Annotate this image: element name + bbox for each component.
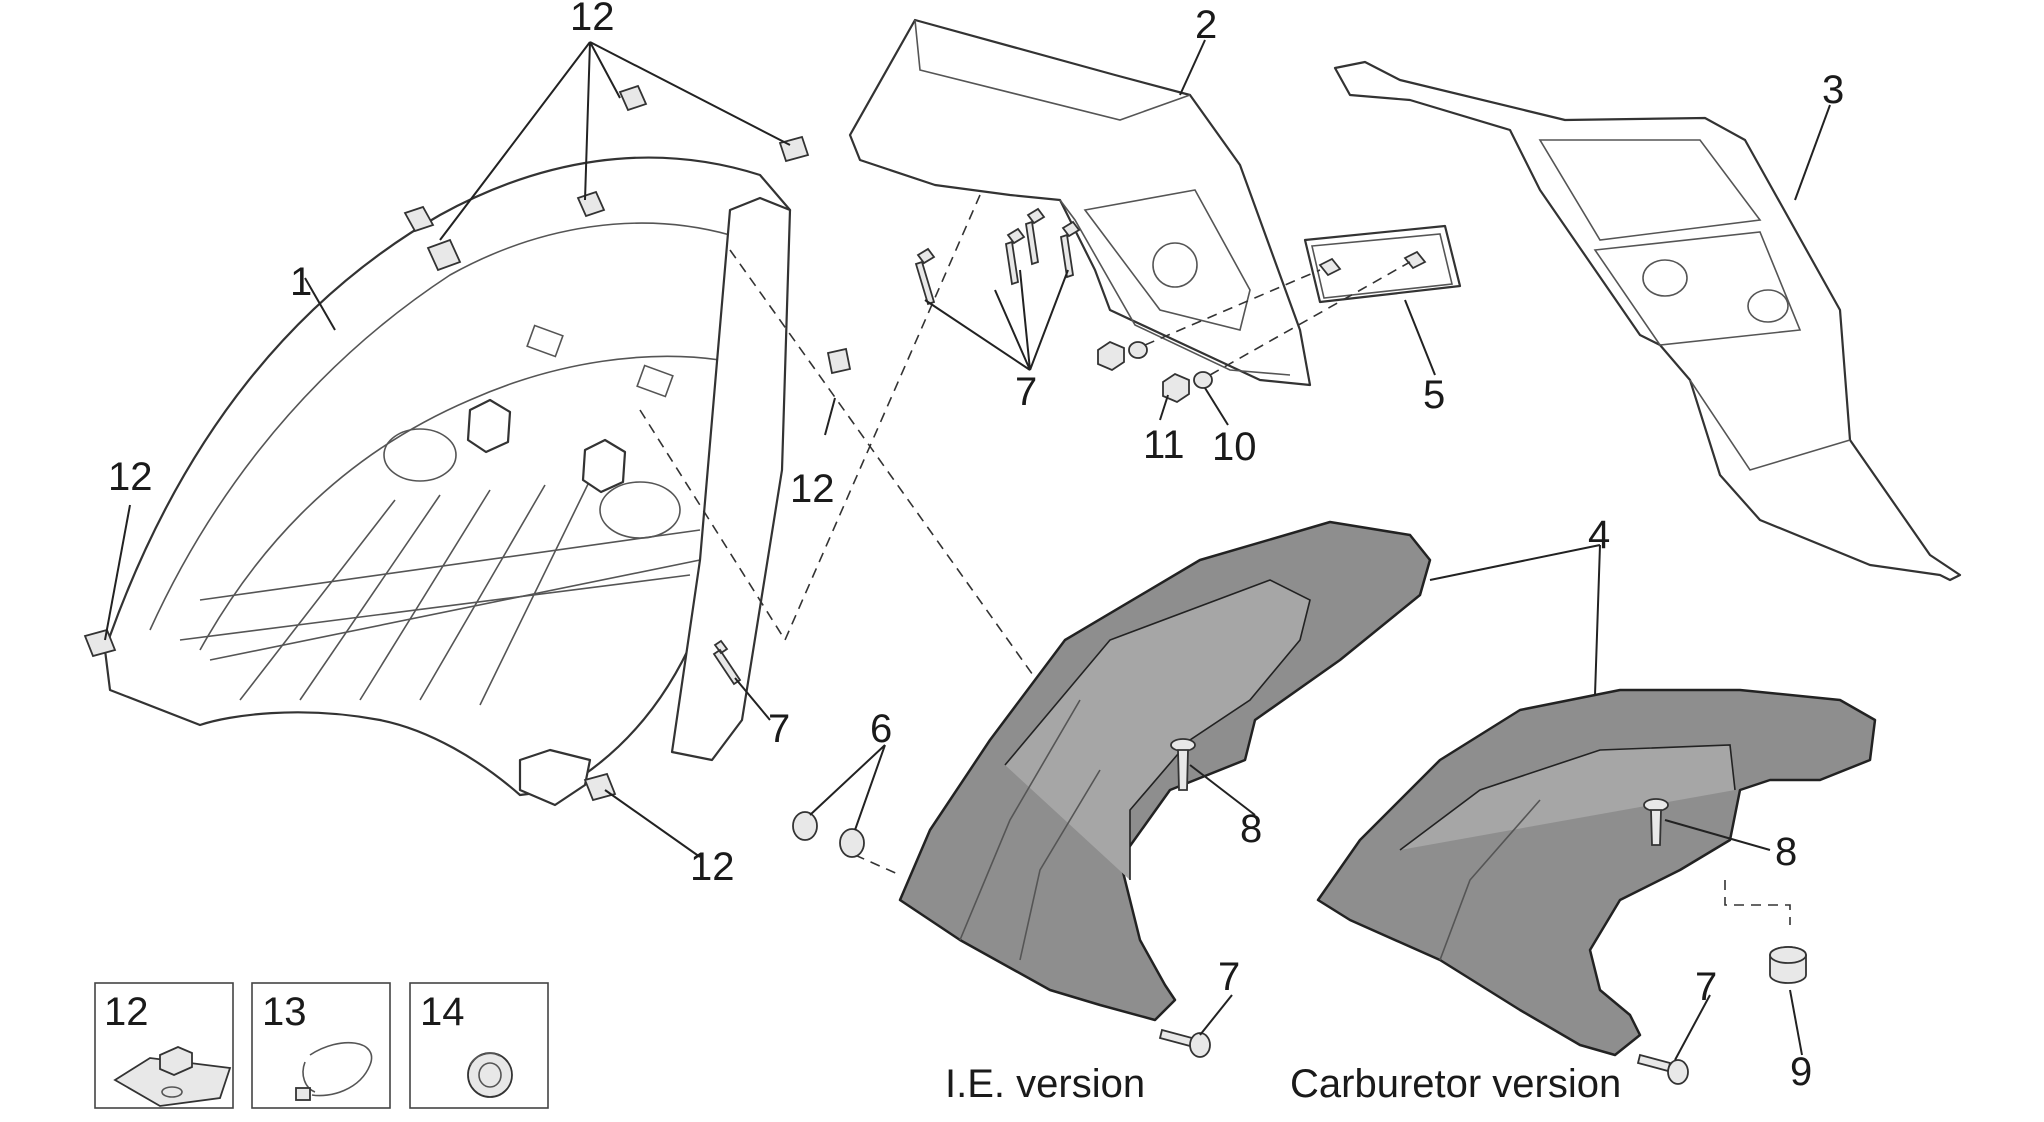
callout-7-ie: 7 bbox=[1218, 955, 1240, 999]
part-4-cover-carb bbox=[1316, 688, 1877, 1057]
callout-12-right: 12 bbox=[790, 467, 835, 511]
clip-nuts-12 bbox=[83, 84, 852, 802]
caption-ie-version: I.E. version bbox=[945, 1062, 1145, 1106]
legend-label-13: 13 bbox=[262, 990, 307, 1034]
hose-clamp-icon bbox=[295, 1041, 373, 1101]
leader-lines bbox=[104, 39, 1831, 1061]
callout-7-mid: 7 bbox=[768, 707, 790, 751]
callout-1: 1 bbox=[290, 260, 312, 304]
part-5-reflector bbox=[1303, 224, 1462, 304]
part-3-mudguard bbox=[1333, 60, 1962, 582]
callout-5: 5 bbox=[1423, 373, 1445, 417]
callout-6: 6 bbox=[870, 707, 892, 751]
part-4-cover-ie bbox=[898, 520, 1432, 1022]
callout-3: 3 bbox=[1822, 68, 1844, 112]
part-6-grommets bbox=[792, 811, 865, 858]
caption-carburetor-version: Carburetor version bbox=[1290, 1062, 1621, 1106]
screws-7-bottom bbox=[712, 639, 1689, 1085]
screws-8 bbox=[1170, 738, 1669, 846]
callout-8-carb: 8 bbox=[1775, 830, 1797, 874]
clip-nut-icon bbox=[113, 1046, 232, 1107]
callout-12-top: 12 bbox=[570, 0, 615, 39]
legend-box-13: 13 bbox=[251, 982, 391, 1109]
callout-2: 2 bbox=[1195, 3, 1217, 47]
grommet-icon bbox=[467, 1052, 513, 1098]
callout-12-left: 12 bbox=[108, 455, 153, 499]
legend-box-14: 14 bbox=[409, 982, 549, 1109]
callout-10: 10 bbox=[1212, 425, 1257, 469]
callout-11: 11 bbox=[1143, 423, 1185, 467]
legend-label-12: 12 bbox=[104, 990, 149, 1034]
callout-7-carb: 7 bbox=[1695, 965, 1717, 1009]
part-9-rubber-pad bbox=[1769, 946, 1807, 984]
callout-12-bottom: 12 bbox=[690, 845, 735, 889]
screws-7-group-top bbox=[914, 207, 1081, 306]
legend-box-12: 12 bbox=[94, 982, 234, 1109]
callout-9: 9 bbox=[1790, 1050, 1812, 1094]
nuts-10-11 bbox=[1097, 261, 1411, 404]
callout-4: 4 bbox=[1588, 513, 1610, 557]
callout-8-ie: 8 bbox=[1240, 807, 1262, 851]
assembly-guides bbox=[639, 194, 1791, 925]
callout-7-top: 7 bbox=[1015, 370, 1037, 414]
part-1-inner-tray bbox=[103, 156, 792, 807]
legend-label-14: 14 bbox=[420, 990, 465, 1034]
callouts: 12 1 2 3 7 5 11 10 12 12 4 7 6 12 8 8 7 … bbox=[108, 0, 1844, 1094]
part-2-plate-holder bbox=[848, 18, 1312, 387]
